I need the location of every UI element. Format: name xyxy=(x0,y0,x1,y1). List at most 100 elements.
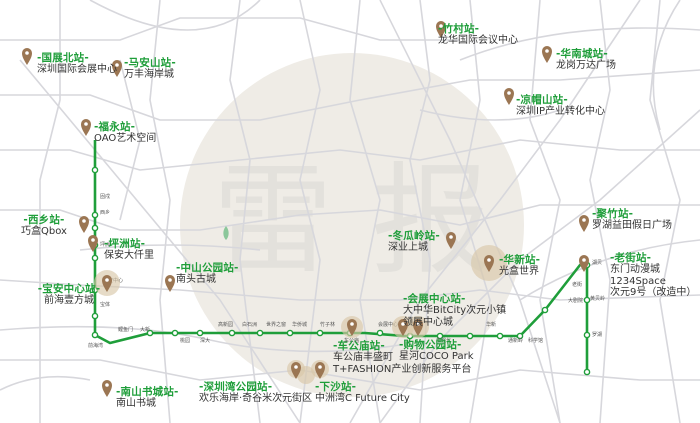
place-name: 深圳IP产业转化中心 xyxy=(516,106,605,118)
location-pin-icon xyxy=(579,215,589,232)
tiny-station-label: 黄贝岭 xyxy=(590,295,605,302)
background-line xyxy=(39,0,61,423)
background-line xyxy=(0,139,700,171)
place-name: 大中华BitCity次元小镇 xyxy=(403,305,507,317)
background-line xyxy=(649,0,681,423)
station-node xyxy=(228,329,236,337)
location-pin-dot xyxy=(350,322,354,326)
background-line xyxy=(0,17,460,41)
place-name: 东门动漫城 xyxy=(610,264,660,276)
tiny-station-label: 罗湖 xyxy=(592,331,602,338)
location-pin-icon xyxy=(484,255,494,272)
location-pin-icon xyxy=(398,319,408,336)
background-line xyxy=(349,0,641,423)
place-name: 前海壹方城 xyxy=(44,295,94,307)
station-node xyxy=(583,296,591,304)
location-pin-dot xyxy=(487,258,491,262)
station-label: -国展北站-深圳国际会展中心 xyxy=(37,52,117,76)
background-line xyxy=(589,0,611,423)
station-node xyxy=(436,332,444,340)
station-node xyxy=(541,306,549,314)
location-pin-icon xyxy=(79,216,89,233)
station-label: -聚竹站-罗湖益田假日广场 xyxy=(592,208,672,232)
place-name: 中洲湾C Future City xyxy=(315,393,410,405)
location-pin-dot xyxy=(416,322,420,326)
station-name: -宝安中心站- xyxy=(37,283,101,295)
place-name: 南山书城 xyxy=(116,398,156,410)
place-name: 深业上城 xyxy=(388,242,428,254)
tiny-station-label: 深大 xyxy=(200,337,210,344)
station-name: -竹村站- xyxy=(438,23,480,35)
location-pin-icon xyxy=(436,21,446,38)
location-pins xyxy=(22,21,589,397)
location-pin-icon xyxy=(112,60,122,77)
location-pin-dot xyxy=(582,218,586,222)
background-line xyxy=(149,0,171,423)
tiny-station-label: 坪洲 xyxy=(100,241,110,248)
tiny-station-label: 湖贝 xyxy=(592,259,602,266)
background-line xyxy=(529,0,561,423)
background-line xyxy=(652,0,681,131)
location-pin-dot xyxy=(105,383,109,387)
station-node xyxy=(496,332,504,340)
station-node xyxy=(196,329,204,337)
location-pin-icon xyxy=(88,235,98,252)
station-name: -下沙站- xyxy=(315,381,357,393)
location-pin-dot xyxy=(582,258,586,262)
location-pin-dot xyxy=(401,322,405,326)
background-line xyxy=(379,109,700,423)
tiny-station-label: 华侨城 xyxy=(292,321,307,328)
background-line xyxy=(409,0,431,423)
station-node xyxy=(91,331,99,339)
background-line xyxy=(419,109,561,121)
background-line xyxy=(0,325,401,353)
station-name: -福永站- xyxy=(94,121,136,133)
tiny-station-label: 华强北 xyxy=(436,337,451,344)
watermark-circle xyxy=(180,53,524,397)
place-name: 龙华国际会议中心 xyxy=(438,35,518,47)
tiny-station-label: 高新园 xyxy=(218,321,233,328)
station-name: -老街站- xyxy=(610,252,652,264)
background-line xyxy=(19,59,301,423)
tiny-station-label: 会展中心 xyxy=(378,321,398,328)
station-name: -西乡站- xyxy=(23,214,65,226)
station-name: -马安山站- xyxy=(124,57,176,69)
location-pin-dot xyxy=(84,122,88,126)
location-pin-icon xyxy=(165,275,175,292)
tiny-station-label: 通新岭 xyxy=(508,337,523,344)
location-pin-icon xyxy=(22,48,32,65)
background-line xyxy=(0,204,700,231)
place-name: 深圳国际会展中心 xyxy=(37,64,117,76)
station-label: -宝安中心站-前海壹方城 xyxy=(38,283,101,307)
background-line xyxy=(349,0,381,423)
station-label: -中山公园站-南头古城 xyxy=(176,262,239,286)
tiny-station-label: 大剧院 xyxy=(568,297,583,304)
location-pin-icon xyxy=(102,380,112,397)
background-line xyxy=(519,239,700,301)
place-name: OAO艺术空间 xyxy=(94,133,157,145)
leaf-icon xyxy=(223,226,229,240)
station-name: -中山公园站- xyxy=(176,262,239,274)
background-line xyxy=(299,0,321,423)
station-name: -坪洲站- xyxy=(104,238,146,250)
station-label: -华南城站-龙岗万达广场 xyxy=(556,48,616,72)
tiny-station-label: 车公庙 xyxy=(344,337,359,344)
station-node xyxy=(466,332,474,340)
station-node xyxy=(91,166,99,174)
place-name: 星河COCO Park xyxy=(399,351,474,363)
tiny-station-label: 宝体 xyxy=(100,301,110,308)
tiny-station-label: 世界之窗 xyxy=(266,321,286,328)
location-pin-dot xyxy=(545,49,549,53)
background-line xyxy=(0,375,91,391)
station-node xyxy=(91,254,99,262)
station-label: -马安山站-万丰海岸城 xyxy=(124,57,176,81)
place-name: 龙岗万达广场 xyxy=(556,60,616,72)
tiny-station-label: 鲤鱼门 xyxy=(118,326,133,333)
station-node xyxy=(583,331,591,339)
location-pin-dot xyxy=(318,365,322,369)
station-name: -华新站- xyxy=(499,254,541,266)
location-pin-dot xyxy=(507,91,511,95)
location-pin-dot xyxy=(449,235,453,239)
station-label: -会展中心站-大中华BitCity次元小镇领展中心城 xyxy=(403,293,506,328)
